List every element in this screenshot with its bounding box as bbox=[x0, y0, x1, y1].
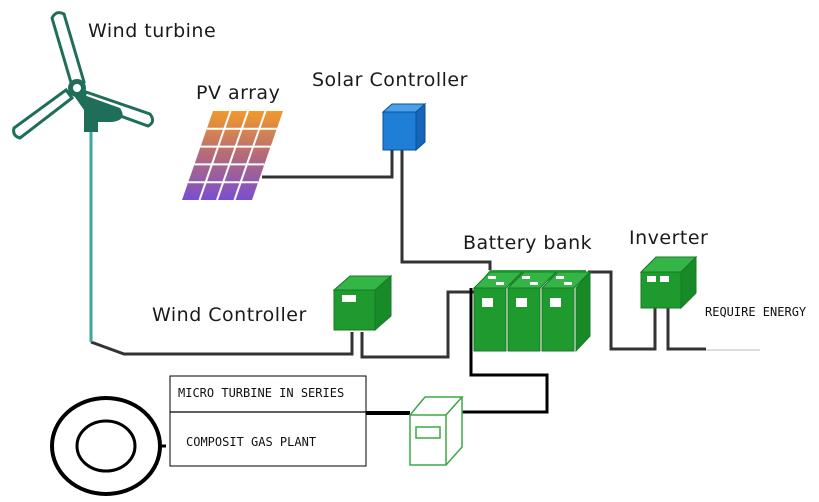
wind-controller bbox=[332, 274, 393, 332]
composit-gas-plant-tank bbox=[50, 396, 166, 496]
battery-indicator bbox=[482, 298, 493, 307]
wires bbox=[90, 150, 760, 415]
pv-array bbox=[182, 110, 283, 201]
battery-indicator bbox=[550, 298, 561, 307]
wire-inverter-to-load bbox=[666, 308, 706, 351]
pv-grid-col bbox=[216, 110, 249, 201]
battery-terminal bbox=[496, 282, 504, 285]
battery-terminal bbox=[556, 276, 564, 279]
label-wind-turbine: Wind turbine bbox=[88, 20, 216, 42]
solar-controller bbox=[381, 102, 427, 152]
battery-terminal bbox=[522, 276, 530, 279]
label-micro-turbine: MICRO TURBINE IN SERIES bbox=[178, 386, 344, 400]
turbine-nacelle bbox=[70, 90, 123, 132]
micro-turbine-box bbox=[169, 375, 367, 467]
turbine-blade-top bbox=[50, 11, 86, 88]
wire-solar-controller-to-battery bbox=[400, 150, 492, 270]
turbine-hub-center bbox=[73, 84, 81, 92]
label-battery-bank: Battery bank bbox=[463, 232, 592, 254]
pv-grid-col bbox=[233, 110, 267, 201]
turbine-blade-left bbox=[12, 87, 75, 140]
wire-turbine-to-wind-controller bbox=[90, 332, 354, 356]
label-require-energy: REQUIRE ENERGY bbox=[705, 305, 807, 319]
micro-controller-display bbox=[415, 426, 441, 439]
label-inverter: Inverter bbox=[629, 227, 708, 249]
battery-cell bbox=[472, 271, 524, 352]
inverter-display-2 bbox=[660, 276, 669, 282]
battery-cell bbox=[540, 271, 592, 352]
inverter-display-1 bbox=[647, 276, 656, 282]
pv-array-grid bbox=[188, 110, 277, 201]
battery-indicator bbox=[516, 298, 527, 307]
label-gas-plant: COMPOSIT GAS PLANT bbox=[186, 435, 316, 449]
label-pv-array: PV array bbox=[196, 82, 280, 104]
pv-grid-col bbox=[198, 110, 232, 201]
battery-terminal bbox=[564, 282, 572, 285]
wire-micro-controller-to-battery bbox=[462, 288, 549, 414]
battery-side bbox=[575, 270, 591, 353]
wind-turbine bbox=[12, 11, 155, 342]
label-solar-controller: Solar Controller bbox=[312, 69, 468, 91]
label-wind-controller: Wind Controller bbox=[152, 304, 307, 326]
battery-terminal bbox=[488, 276, 496, 279]
battery-terminal bbox=[530, 282, 538, 285]
wire-battery-to-inverter bbox=[588, 270, 657, 351]
battery-bank bbox=[472, 270, 592, 353]
battery-cell bbox=[506, 271, 558, 352]
wire-wind-controller-to-battery bbox=[360, 290, 478, 359]
wire-pv-to-solar-controller bbox=[262, 150, 394, 179]
inverter bbox=[639, 255, 698, 310]
micro-turbine-controller bbox=[409, 396, 464, 466]
wind-controller-display bbox=[342, 295, 356, 302]
